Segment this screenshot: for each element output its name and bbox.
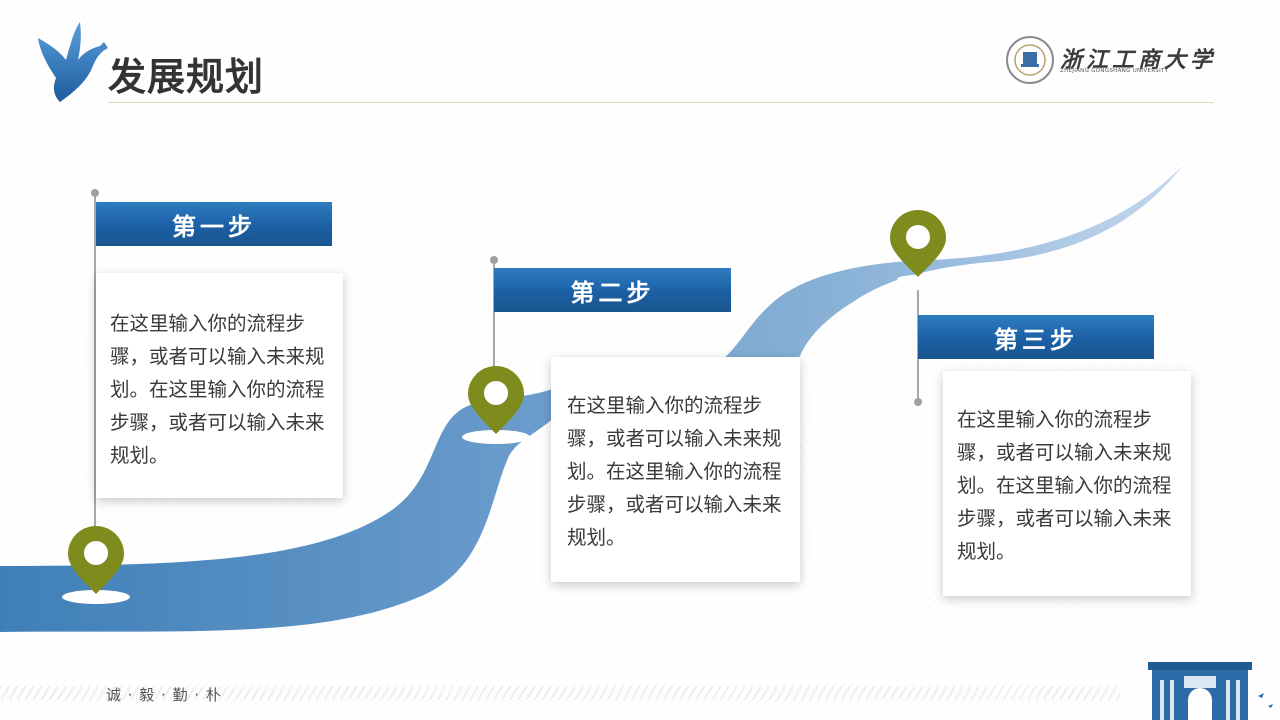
step2-pole: [493, 260, 495, 370]
step1-card: 在这里输入你的流程步骤，或者可以输入未来规划。在这里输入你的流程步骤，或者可以输…: [96, 273, 343, 498]
step3-card: 在这里输入你的流程步骤，或者可以输入未来规划。在这里输入你的流程步骤，或者可以输…: [943, 371, 1191, 596]
page-title: 发展规划: [108, 55, 265, 99]
university-name-cn: 浙江工商大学: [1060, 47, 1217, 73]
step3-pin-icon: [890, 210, 946, 283]
step3-pole-dot: [914, 398, 922, 406]
campus-gate-icon: [1148, 662, 1273, 720]
step2-pin-icon: [462, 366, 530, 444]
step2-pole-dot: [490, 256, 498, 264]
step2-banner: 第二步: [494, 268, 731, 312]
step1-banner: 第一步: [96, 202, 332, 246]
step3-banner: 第三步: [918, 315, 1154, 359]
step1-pole: [94, 193, 96, 563]
university-name-en: ZHEJIANG GONGSHANG UNIVERSITY: [1060, 68, 1169, 74]
step2-card: 在这里输入你的流程步骤，或者可以输入未来规划。在这里输入你的流程步骤，或者可以输…: [551, 357, 800, 582]
step1-text: 在这里输入你的流程步骤，或者可以输入未来规划。在这里输入你的流程步骤，或者可以输…: [110, 312, 325, 467]
dove-icon: [38, 22, 108, 102]
step3-text: 在这里输入你的流程步骤，或者可以输入未来规划。在这里输入你的流程步骤，或者可以输…: [957, 408, 1172, 563]
university-seal-icon: [1006, 36, 1054, 84]
step1-pin-icon: [62, 526, 130, 604]
road-shape: [0, 165, 1183, 632]
step1-pole-dot: [91, 189, 99, 197]
footer-stripes: [0, 686, 1120, 700]
header-divider: [108, 102, 1214, 103]
step2-text: 在这里输入你的流程步骤，或者可以输入未来规划。在这里输入你的流程步骤，或者可以输…: [567, 394, 782, 549]
motto: 诚 · 毅 · 勤 · 朴: [106, 686, 222, 704]
